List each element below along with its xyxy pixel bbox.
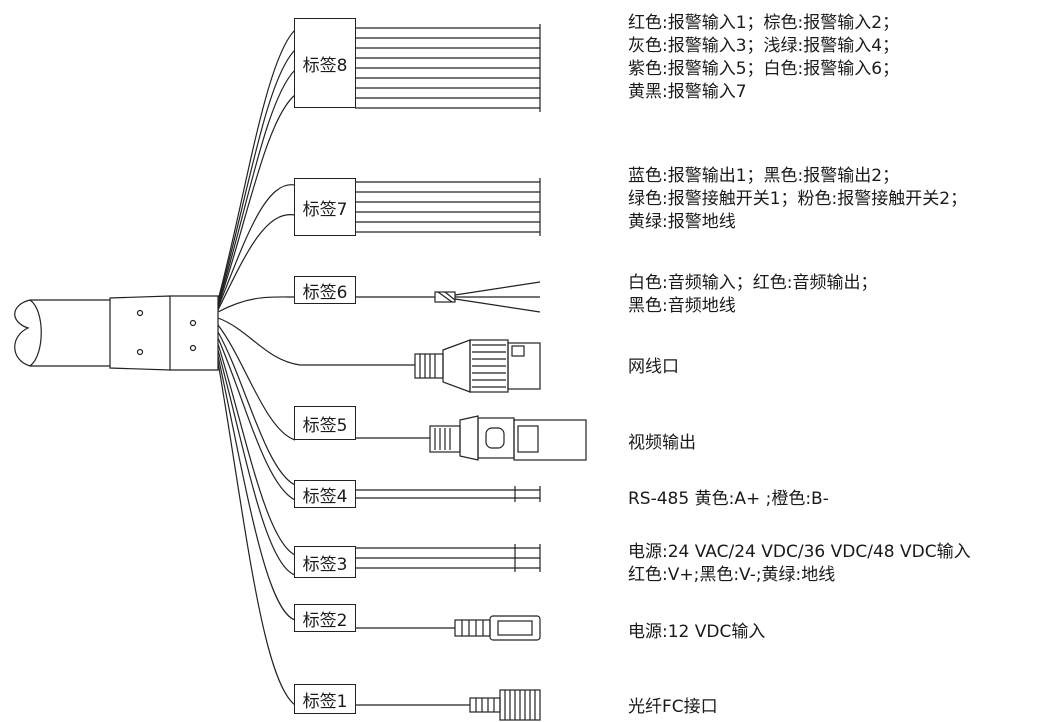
tag-5: 标签5 [294,406,356,440]
fan-wires [217,29,301,706]
alarm-output-wires [355,178,541,236]
tag-3: 标签3 [294,546,356,578]
rs485-description: RS-485 黄色:A+ ;橙色:B- [628,489,829,509]
tag-2: 标签2 [294,604,356,632]
rs485-wires [355,486,541,502]
network-connector [300,339,541,393]
alarm-input-line-2: 灰色:报警输入3；浅绿:报警输入4； [628,36,900,56]
alarm-output-line-1: 蓝色:报警输出1；黑色:报警输出2； [628,166,900,186]
tag-4: 标签4 [294,480,356,508]
video-description: 视频输出 [628,433,696,453]
audio-wires [355,281,541,313]
audio-line-2: 黑色:音频地线 [628,296,736,316]
alarm-input-line-4: 黄黑:报警输入7 [628,82,747,102]
alarm-output-line-3: 黄绿:报警地线 [628,212,736,232]
network-description: 网线口 [628,357,679,377]
main-cable [14,295,219,371]
alarm-input-line-3: 紫色:报警输入5；白色:报警输入6； [628,59,900,79]
video-connector [355,415,587,461]
power-ac-wires [355,544,541,572]
alarm-output-description: 蓝色:报警输出1；黑色:报警输出2； 绿色:报警接触开关1；粉色:报警接触开关2… [628,165,967,234]
fiber-description: 光纤FC接口 [628,697,718,717]
power-dc-description: 电源:12 VDC输入 [628,622,766,642]
power-ac-line-2: 红色:V+;黑色:V-;黄绿:地线 [628,565,836,585]
audio-description: 白色:音频输入；红色:音频输出； 黑色:音频地线 [628,272,877,318]
tag-1: 标签1 [294,684,356,714]
alarm-input-wires [355,24,541,112]
power-ac-description: 电源:24 VAC/24 VDC/36 VDC/48 VDC输入 红色:V+;黑… [628,541,971,587]
tag-7: 标签7 [294,178,356,236]
tag-8: 标签8 [294,18,356,108]
power-ac-line-1: 电源:24 VAC/24 VDC/36 VDC/48 VDC输入 [628,542,971,562]
tag-6: 标签6 [294,276,356,304]
alarm-input-description: 红色:报警输入1；棕色:报警输入2； 灰色:报警输入3；浅绿:报警输入4； 紫色… [628,12,899,104]
audio-line-1: 白色:音频输入；红色:音频输出； [628,273,878,293]
alarm-input-line-1: 红色:报警输入1；棕色:报警输入2； [628,13,900,33]
fiber-connector [355,689,541,721]
alarm-output-line-2: 绿色:报警接触开关1；粉色:报警接触开关2； [628,189,968,209]
